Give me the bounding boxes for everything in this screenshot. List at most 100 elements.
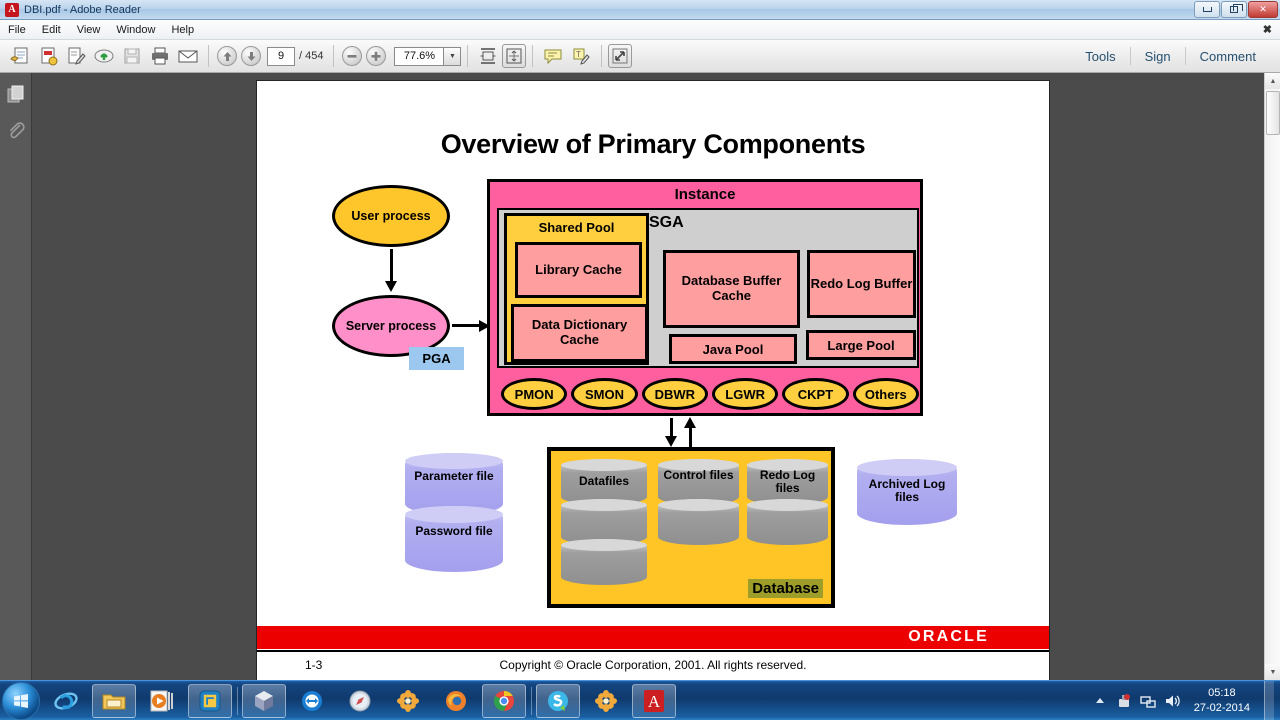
close-button[interactable]: ✕ (1248, 1, 1278, 18)
taskbar-clock[interactable]: 05:18 27-02-2014 (1188, 686, 1256, 716)
menu-item-window[interactable]: Window (116, 23, 156, 36)
page-number-input[interactable]: 9 (267, 46, 295, 66)
chevron-down-icon[interactable]: ▼ (444, 46, 462, 66)
previous-page-button[interactable] (217, 46, 237, 66)
clock-time: 05:18 (1208, 686, 1236, 699)
java-pool-box: Java Pool (669, 334, 797, 364)
zoom-level-input[interactable]: 77.6% (394, 46, 445, 66)
comment-button[interactable]: Comment (1199, 48, 1256, 64)
fit-page-icon[interactable] (502, 44, 527, 68)
taskbar-media-player[interactable] (140, 684, 184, 718)
toolbar-separator-1 (208, 45, 209, 67)
arrow-user-to-server-head (385, 281, 397, 292)
control-files-cylinder: Control files (658, 459, 739, 545)
taskbar-chrome[interactable] (482, 683, 526, 718)
scroll-down-icon[interactable]: ▼ (1265, 664, 1280, 680)
svg-text:A: A (648, 692, 661, 711)
arrow-instance-to-db-head (665, 436, 677, 447)
toolbar: 9 / 454 77.6% ▼ T Tools Sign Comment (0, 40, 1280, 73)
arrow-instance-to-db-line (670, 418, 673, 440)
navigation-rail (0, 73, 32, 680)
toolbar-right-actions: Tools Sign Comment (1071, 47, 1280, 65)
copyright-text: Copyright © Oracle Corporation, 2001. Al… (499, 658, 807, 672)
scroll-thumb[interactable] (1266, 91, 1280, 135)
toolbar-separator-6 (1129, 47, 1131, 65)
window-titlebar[interactable]: A DBI.pdf - Adobe Reader ✕ (0, 0, 1280, 20)
print-icon[interactable] (146, 43, 174, 69)
attachments-icon[interactable] (5, 119, 27, 141)
edit-pdf-icon[interactable] (62, 43, 90, 69)
restore-button[interactable] (1221, 1, 1247, 18)
tools-button[interactable]: Tools (1085, 48, 1116, 64)
next-page-button[interactable] (241, 46, 261, 66)
database-buffer-cache-box: Database Buffer Cache (663, 250, 800, 328)
taskbar-flower-app-2[interactable] (584, 684, 628, 718)
taskbar-safari[interactable] (338, 684, 382, 718)
control-files-label: Control files (663, 468, 734, 482)
sign-button[interactable]: Sign (1144, 48, 1171, 64)
open-file-icon[interactable] (6, 43, 34, 69)
taskbar-teamviewer[interactable] (290, 684, 334, 718)
datafiles-cylinder: Datafiles (561, 459, 647, 585)
taskbar-vmware[interactable] (188, 683, 232, 718)
pga-label: PGA (409, 347, 464, 370)
taskbar-firefox[interactable] (434, 684, 478, 718)
arrow-user-to-server-line (390, 249, 393, 283)
menu-item-view[interactable]: View (76, 23, 101, 36)
taskbar-skype[interactable] (536, 683, 580, 718)
start-button[interactable] (2, 681, 40, 720)
scroll-up-icon[interactable]: ▲ (1265, 73, 1280, 89)
network-icon[interactable] (1140, 693, 1156, 709)
server-process-ellipse: Server process (332, 295, 450, 357)
read-mode-icon[interactable] (608, 44, 633, 68)
sticky-note-icon[interactable] (539, 43, 567, 69)
taskbar-windows-explorer[interactable] (92, 683, 136, 718)
show-desktop-button[interactable] (1264, 680, 1274, 720)
vertical-scrollbar[interactable]: ▲ ▼ (1264, 73, 1280, 680)
menu-item-file[interactable]: File (8, 23, 26, 36)
system-tray: 05:18 27-02-2014 (1092, 680, 1280, 720)
background-process-dbwr: DBWR (641, 378, 708, 410)
page-thumbnails-icon[interactable] (5, 83, 27, 105)
show-hidden-icons-icon[interactable] (1092, 693, 1108, 709)
clock-date: 27-02-2014 (1193, 701, 1250, 714)
oracle-red-bar: ORACLE (257, 626, 1049, 649)
redo-log-files-cylinder: Redo Log files (747, 459, 828, 545)
password-file-label: Password file (415, 524, 493, 538)
minimize-button[interactable] (1194, 1, 1220, 18)
window-controls: ✕ (1194, 1, 1278, 18)
archived-log-files-label: Archived Log files (868, 477, 946, 505)
taskbar-virtualbox[interactable] (242, 683, 286, 718)
safely-remove-hardware-icon[interactable] (1116, 693, 1132, 709)
slide-content: Overview of Primary Components Instance … (257, 81, 1049, 680)
menu-item-edit[interactable]: Edit (41, 23, 61, 36)
sga-box: SGA Shared Pool Library Cache Data Dicti… (497, 208, 919, 368)
parameter-file-cylinder: Parameter file (405, 453, 503, 515)
close-icon: ✕ (1259, 4, 1267, 14)
upload-cloud-icon[interactable] (90, 43, 118, 69)
email-icon[interactable] (174, 43, 202, 69)
zoom-in-button[interactable] (366, 46, 387, 66)
sga-label: SGA (649, 214, 684, 231)
taskbar-flower-app[interactable] (386, 684, 430, 718)
minimize-icon (1202, 7, 1212, 12)
arrow-db-to-instance-line (689, 425, 692, 447)
document-viewport[interactable]: Overview of Primary Components Instance … (32, 73, 1264, 680)
zoom-out-button[interactable] (342, 46, 363, 66)
database-box: Datafiles Control files Redo Log files (547, 447, 835, 608)
taskbar: A 05:18 27-02-2014 (0, 680, 1280, 720)
library-cache-box: Library Cache (515, 242, 642, 298)
taskbar-adobe-reader[interactable]: A (632, 683, 676, 718)
highlight-text-icon[interactable]: T (567, 43, 595, 69)
volume-icon[interactable] (1164, 693, 1180, 709)
arrow-server-to-instance-head (479, 320, 490, 332)
redo-log-files-label: Redo Log files (759, 468, 816, 496)
taskbar-internet-explorer[interactable] (44, 684, 88, 718)
toolbar-separator-3 (467, 45, 469, 67)
fit-width-icon[interactable] (474, 43, 502, 69)
page-title: Overview of Primary Components (440, 129, 866, 159)
background-processes-row: PMON SMON DBWR LGWR CKPT Others (497, 375, 919, 413)
menu-item-help[interactable]: Help (171, 23, 195, 36)
close-document-button[interactable]: ✖ (1262, 24, 1272, 36)
create-pdf-icon[interactable] (34, 43, 62, 69)
